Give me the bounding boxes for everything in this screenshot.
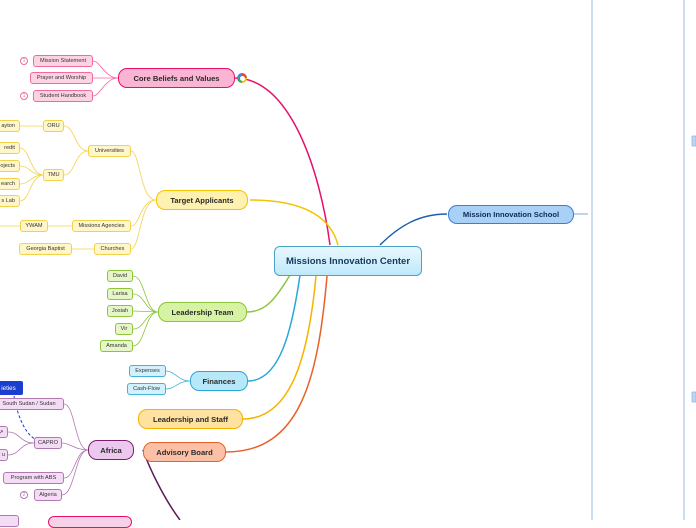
right-stub-2 xyxy=(691,391,696,403)
core-beliefs-topic[interactable]: Core Beliefs and Values xyxy=(118,68,235,88)
africa-topic[interactable]: Africa xyxy=(88,440,134,460)
member-node[interactable]: Josiah xyxy=(107,305,133,317)
member-node[interactable]: Amanda xyxy=(100,340,133,352)
capro-node[interactable]: CAPRO xyxy=(34,437,62,449)
churches-node[interactable]: Churches xyxy=(94,243,131,255)
right-stub-1 xyxy=(691,135,696,147)
member-node[interactable]: David xyxy=(107,270,133,282)
attachment-count-badge: 2 xyxy=(20,491,28,499)
leadership-team-topic[interactable]: Leadership Team xyxy=(158,302,247,322)
link-target-applicants xyxy=(249,199,339,246)
expenses-node[interactable]: Expenses xyxy=(129,365,166,377)
societies-callout[interactable]: ieties xyxy=(0,381,23,395)
missions-agencies-node[interactable]: Missions Agencies xyxy=(72,220,131,232)
algeria-node[interactable]: Algeria xyxy=(34,489,62,501)
tmu-child-node[interactable]: earch xyxy=(0,178,20,190)
link-advisory-board xyxy=(225,275,328,453)
tmu-node[interactable]: TMU xyxy=(43,169,64,181)
finances-topic[interactable]: Finances xyxy=(190,371,248,391)
central-topic[interactable]: Missions Innovation Center xyxy=(274,246,422,276)
link-finances xyxy=(247,274,301,382)
google-icon[interactable] xyxy=(237,73,247,83)
advisory-board-topic[interactable]: Advisory Board xyxy=(143,442,226,462)
cut-off-topic[interactable] xyxy=(48,516,132,528)
prayer-worship-node[interactable]: Prayer and Worship xyxy=(30,72,93,84)
attachment-count-badge: 1 xyxy=(20,57,28,65)
south-sudan-node[interactable]: South Sudan / Sudan xyxy=(0,398,64,410)
link-leadership-staff xyxy=(242,275,317,420)
tmu-child-node[interactable]: s Lab xyxy=(0,195,20,207)
attachment-count-badge: 1 xyxy=(20,92,28,100)
mission-statement-node[interactable]: Mission Statement xyxy=(33,55,93,67)
target-applicants-topic[interactable]: Target Applicants xyxy=(156,190,248,210)
link-icon-node[interactable]: ↗ xyxy=(0,426,8,438)
member-node[interactable]: Larisa xyxy=(107,288,133,300)
member-node[interactable]: Vir xyxy=(115,323,133,335)
cut-off-node[interactable] xyxy=(0,515,19,527)
program-abs-node[interactable]: Program with ABS xyxy=(3,472,64,484)
link-right-topic xyxy=(379,213,448,246)
oru-node[interactable]: ORU xyxy=(43,120,64,132)
tmu-child-node[interactable]: redit xyxy=(0,142,20,154)
georgia-baptist-node[interactable]: Georgia Baptist xyxy=(19,243,72,255)
student-handbook-node[interactable]: Student Handbook xyxy=(33,90,93,102)
leadership-staff-topic[interactable]: Leadership and Staff xyxy=(138,409,243,429)
cash-flow-node[interactable]: Cash-Flow xyxy=(127,383,166,395)
tmu-child-node[interactable]: ojects xyxy=(0,160,20,172)
link-leadership-team xyxy=(246,274,291,313)
mission-innovation-school-topic[interactable]: Mission Innovation School xyxy=(448,205,574,224)
universities-node[interactable]: Universities xyxy=(88,145,131,157)
oru-child-node[interactable]: ayton xyxy=(0,120,20,132)
africa-child-node[interactable]: u xyxy=(0,449,8,461)
ywam-node[interactable]: YWAM xyxy=(20,220,48,232)
link-core-beliefs xyxy=(234,77,331,246)
